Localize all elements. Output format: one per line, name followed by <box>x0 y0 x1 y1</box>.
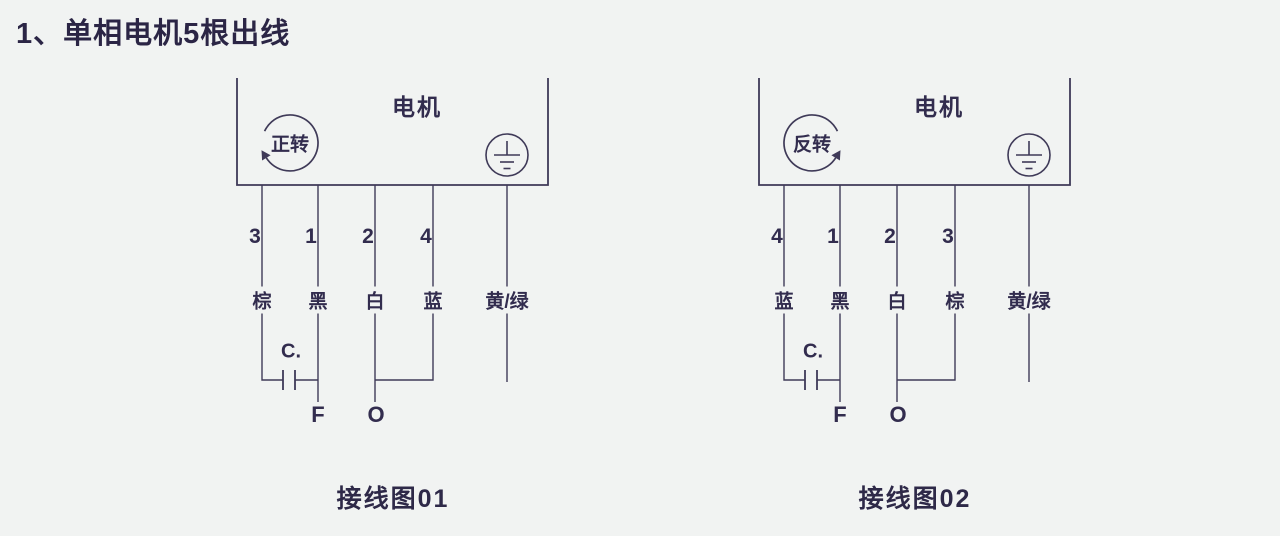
wiring-diagram-01: 电机 正转 3 1 2 4 棕 黑 白 蓝 黄/绿 C. F O 接线图01 <box>230 60 560 530</box>
motor-label: 电机 <box>914 94 964 120</box>
terminal-number: 2 <box>884 225 896 248</box>
wire-color-label: 棕 <box>250 286 274 314</box>
motor-box <box>236 78 549 186</box>
wire-terminal-4 <box>375 185 434 381</box>
o-terminal-label: O <box>889 402 907 427</box>
terminal-number: 1 <box>827 225 839 248</box>
motor-label: 电机 <box>392 94 442 120</box>
rotation-label: 反转 <box>792 134 832 156</box>
diagram-caption: 接线图01 <box>336 485 450 513</box>
wire-color-label: 白 <box>363 286 387 314</box>
wire-terminal-4 <box>783 185 805 381</box>
terminal-number: 3 <box>249 225 261 248</box>
page-title: 1、单相电机5根出线 <box>16 18 291 50</box>
diagram-caption: 接线图02 <box>858 485 972 513</box>
wire-color-label: 黄/绿 <box>1005 286 1053 314</box>
capacitor-symbol <box>282 370 296 390</box>
capacitor-label: C. <box>281 340 301 363</box>
terminal-number: 4 <box>420 225 432 248</box>
terminal-number: 2 <box>362 225 374 248</box>
capacitor-symbol <box>804 370 818 390</box>
wire-color-label: 蓝 <box>772 286 796 314</box>
wire-color-label: 黑 <box>828 286 852 314</box>
wire-color-label: 蓝 <box>421 286 445 314</box>
rotation-label: 正转 <box>270 134 310 156</box>
rotation-arrow-icon <box>261 114 319 172</box>
earth-ground-icon <box>1007 133 1051 177</box>
wire-color-label: 棕 <box>943 286 967 314</box>
wire-color-label: 黑 <box>306 286 330 314</box>
wire-terminal-3 <box>897 185 956 381</box>
terminal-number: 1 <box>305 225 317 248</box>
o-terminal-label: O <box>367 402 385 427</box>
wire-color-label: 黄/绿 <box>483 286 531 314</box>
motor-box <box>758 78 1071 186</box>
terminal-number: 4 <box>771 225 783 248</box>
earth-ground-icon <box>485 133 529 177</box>
rotation-arrow-icon <box>783 114 841 172</box>
wiring-diagram-02: 电机 反转 4 1 2 3 蓝 黑 白 棕 黄/绿 C. F O 接线图02 <box>752 60 1082 530</box>
wire-terminal-3 <box>261 185 283 381</box>
f-terminal-label: F <box>833 402 847 427</box>
f-terminal-label: F <box>311 402 325 427</box>
wire-color-label: 白 <box>885 286 909 314</box>
terminal-number: 3 <box>942 225 954 248</box>
capacitor-label: C. <box>803 340 823 363</box>
